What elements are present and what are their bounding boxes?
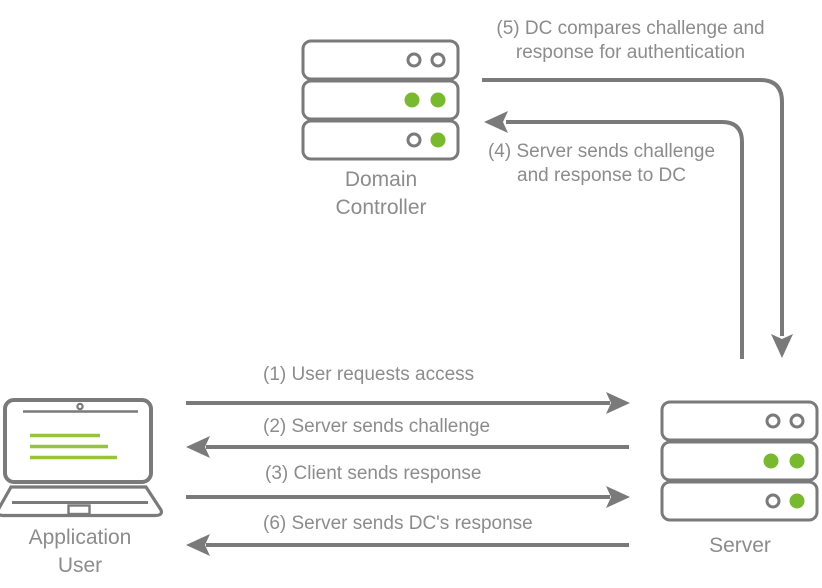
led-icon [430, 52, 446, 68]
screen-text-lines [30, 433, 117, 460]
led-icon [406, 132, 422, 148]
led-icon [789, 493, 805, 509]
led-icon [763, 453, 779, 469]
server-label: Server [709, 534, 771, 557]
message-step5-label: (5) DC compares challenge and response f… [468, 14, 793, 68]
led-icon [430, 132, 446, 148]
message-step3-label: (3) Client sends response [258, 461, 489, 487]
message-step5-line2: response for authentication [515, 42, 746, 63]
domain-controller-label: Domain Controller [335, 168, 427, 219]
arrow-step3-right [186, 486, 630, 508]
application-user-label: Application User [28, 526, 132, 577]
arrow-step4-to-dc [484, 111, 744, 359]
message-step4-line1: (4) Server sends challenge [487, 141, 716, 162]
server-icon [660, 400, 819, 522]
flow-arrows [186, 78, 793, 556]
arrow-step6-left [186, 534, 629, 556]
arrow-step1-right [186, 392, 630, 414]
message-step5-line1: (5) DC compares challenge and [496, 18, 765, 39]
message-step2-label: (2) Server sends challenge [256, 414, 498, 440]
touchpad-icon [67, 504, 91, 516]
domain-controller-icon [301, 39, 460, 161]
led-icon [406, 52, 422, 68]
message-step4-line2: and response to DC [517, 165, 686, 186]
led-icon [789, 413, 805, 429]
webcam-icon [76, 402, 84, 411]
message-step6-label: (6) Server sends DC's response [256, 511, 540, 537]
arrow-step5-to-server [482, 78, 793, 358]
led-icon [789, 453, 805, 469]
message-step4-label: (4) Server sends challenge and response … [466, 137, 737, 191]
led-icon [765, 493, 781, 509]
led-icon [765, 413, 781, 429]
led-icon [430, 92, 446, 108]
arrow-step2-left [186, 436, 629, 458]
message-step1-label: (1) User requests access [256, 362, 482, 388]
laptop-icon [0, 398, 163, 518]
led-icon [404, 92, 420, 108]
